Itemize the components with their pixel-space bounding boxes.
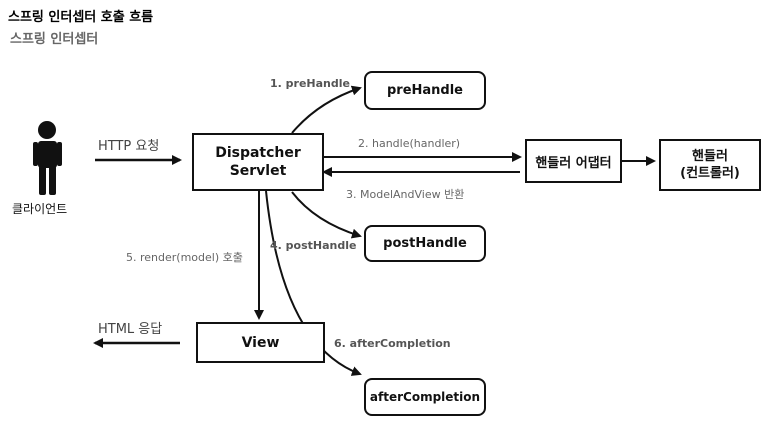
- client-label: 클라이언트: [12, 202, 68, 216]
- prehandle-box: preHandle: [364, 71, 486, 110]
- step5-label: 5. render(model) 호출: [126, 251, 243, 264]
- view-box: View: [196, 322, 325, 363]
- handler-controller-box: 핸들러 (컨트롤러): [659, 139, 761, 191]
- handler-adapter-box: 핸들러 어댑터: [525, 139, 622, 183]
- step2-label: 2. handle(handler): [358, 137, 461, 150]
- step1-label: 1. preHandle: [270, 77, 350, 90]
- person-icon: [33, 121, 62, 195]
- aftercompletion-arrow: [265, 190, 362, 376]
- diagram-title: 스프링 인터셉터 호출 흐름: [8, 10, 154, 25]
- prehandle-arrow: [291, 85, 362, 134]
- html-response-label: HTML 응답: [98, 322, 163, 337]
- posthandle-arrow: [291, 191, 362, 239]
- posthandle-box: postHandle: [364, 225, 486, 262]
- section-subtitle: 스프링 인터셉터: [10, 32, 99, 47]
- aftercompletion-box: afterCompletion: [364, 378, 486, 416]
- http-request-label: HTTP 요청: [98, 139, 160, 154]
- step4-label: 4. postHandle: [270, 239, 357, 252]
- dispatcher-servlet-box: Dispatcher Servlet: [192, 133, 324, 191]
- step6-label: 6. afterCompletion: [334, 337, 451, 350]
- step3-label: 3. ModelAndView 반환: [346, 188, 465, 201]
